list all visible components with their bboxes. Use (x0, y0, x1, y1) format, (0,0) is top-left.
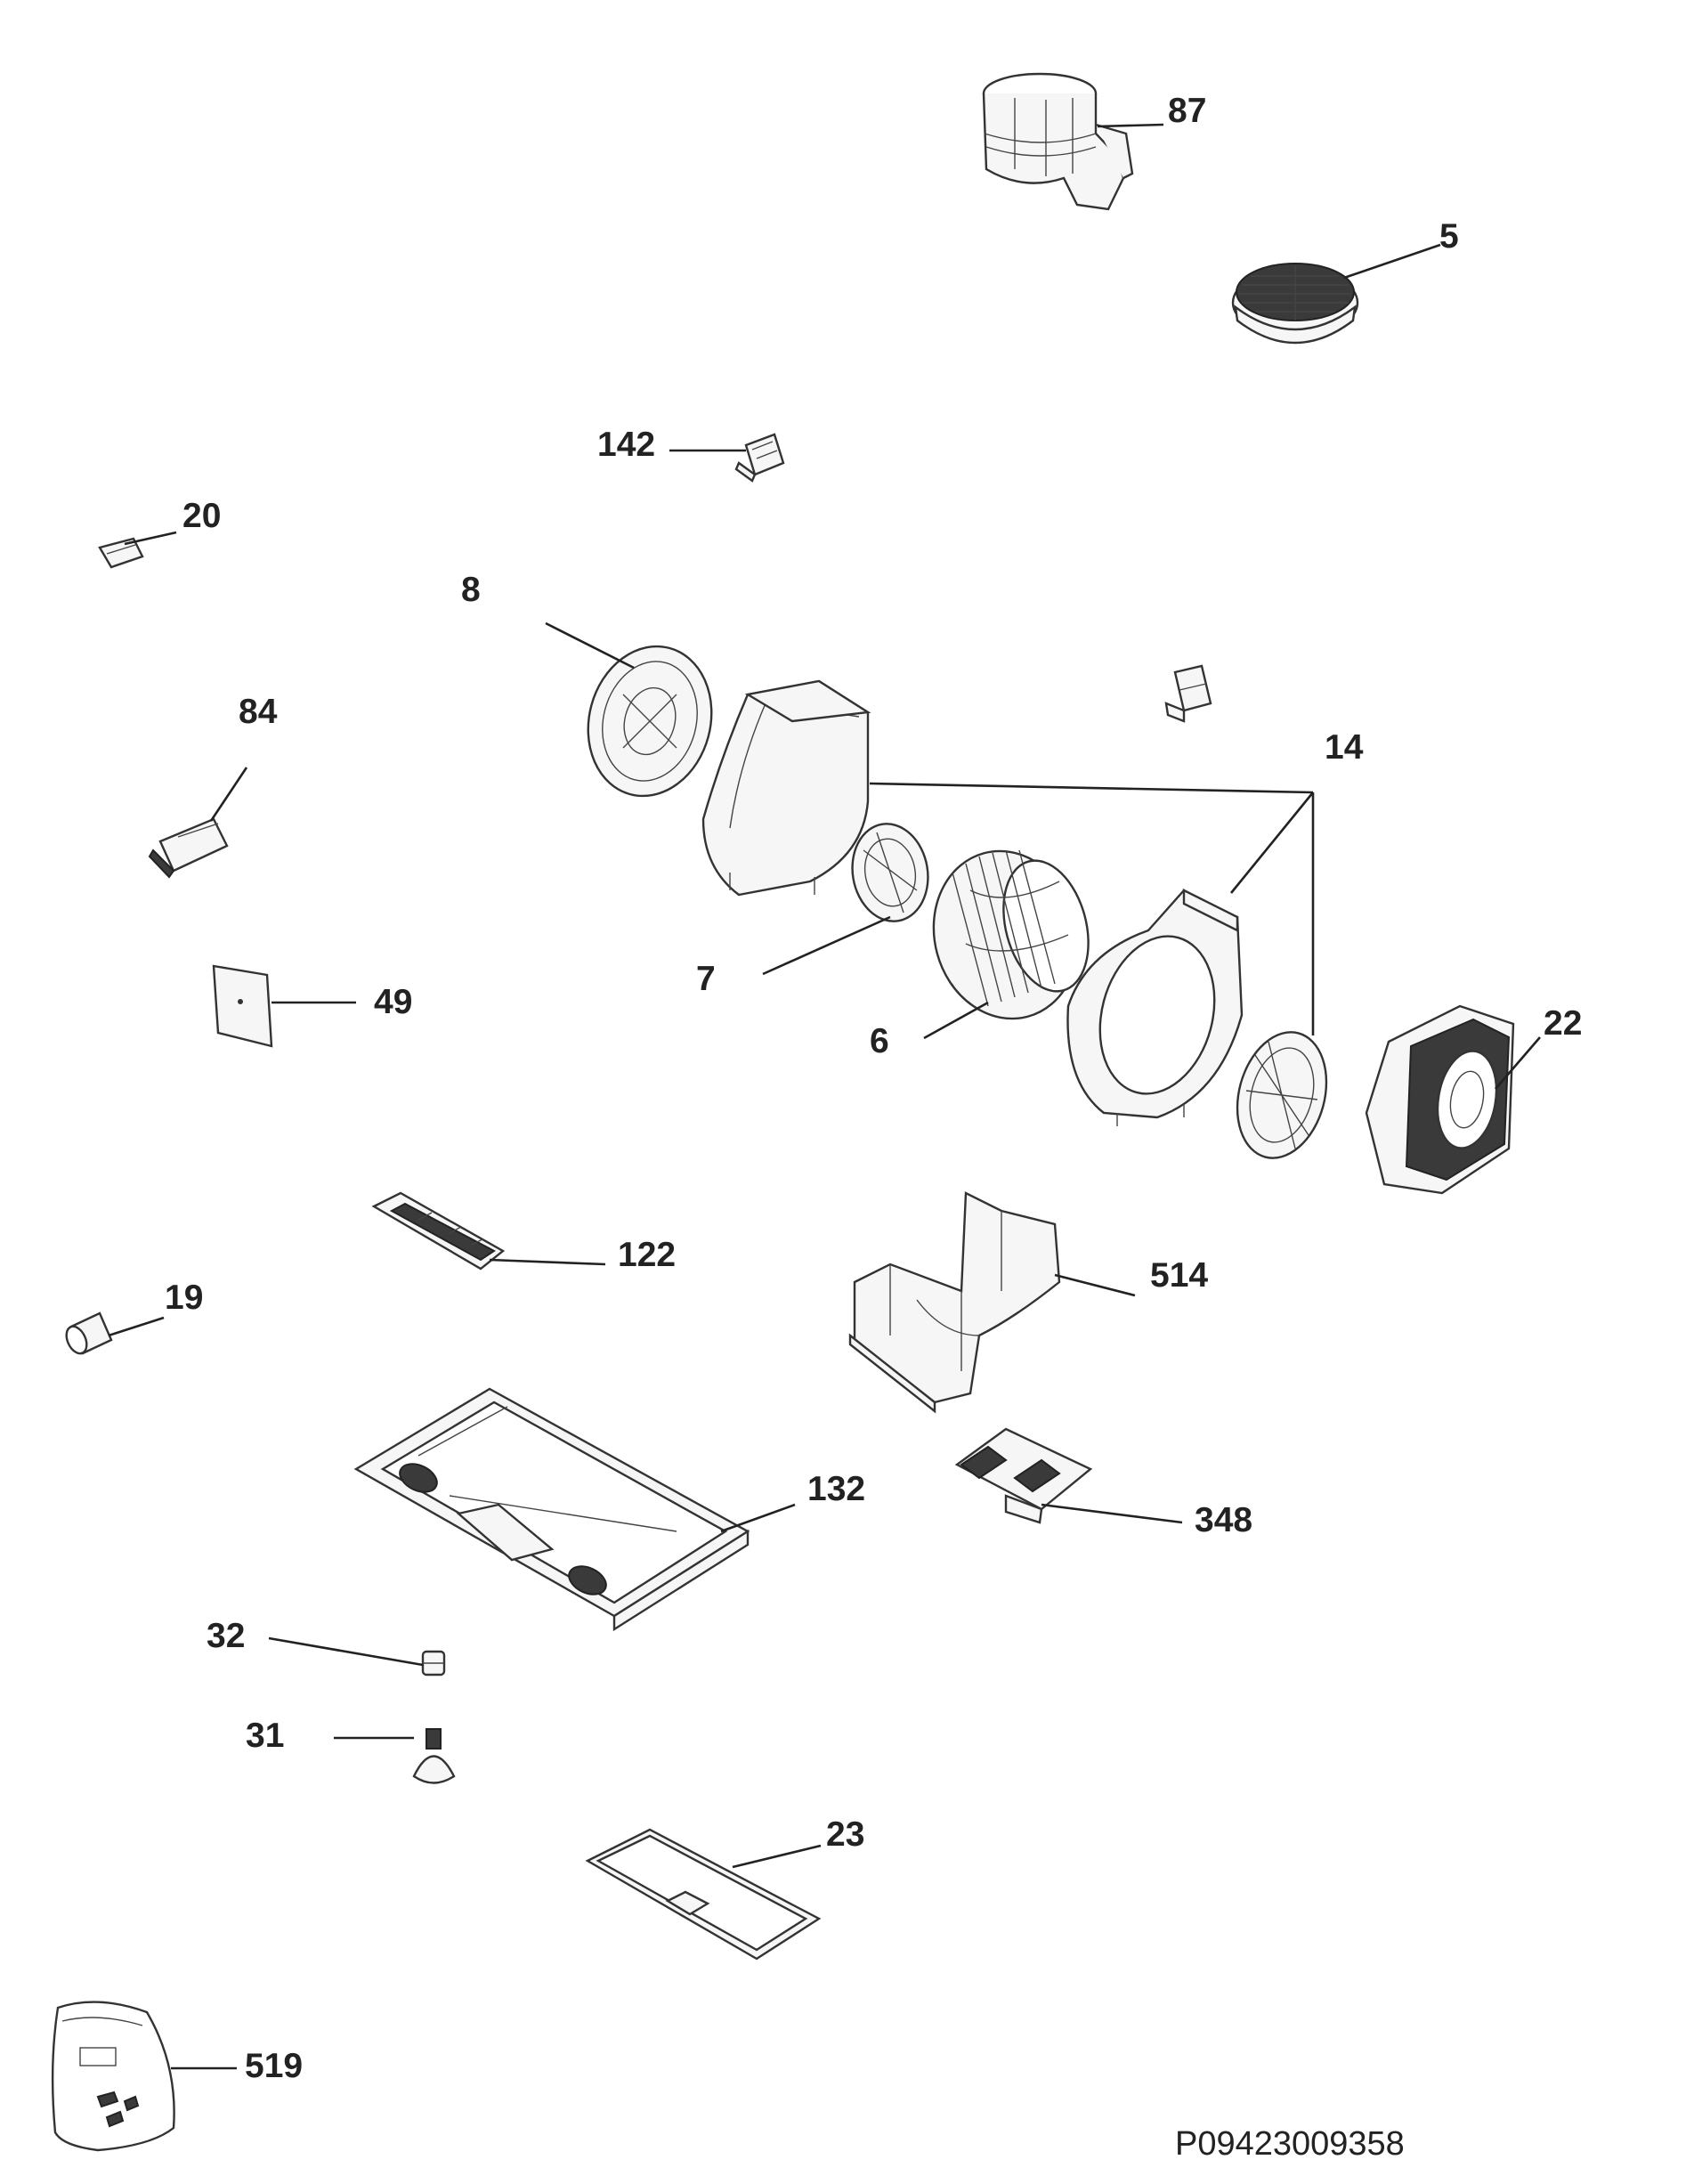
callout-49: 49 (374, 983, 412, 1021)
callout-348: 348 (1195, 1501, 1252, 1539)
leader-lines (108, 123, 1541, 2070)
callout-19: 19 (165, 1279, 203, 1317)
callout-20: 20 (182, 497, 221, 535)
leader-8 (545, 621, 635, 670)
part-7-motor[interactable] (845, 818, 936, 928)
leader-87 (1097, 123, 1164, 128)
leader-23 (732, 1844, 822, 1869)
part-122-control-panel[interactable] (371, 1191, 506, 1271)
part-348-bracket[interactable] (954, 1427, 1093, 1524)
callout-142: 142 (597, 426, 655, 464)
housing-bracket[interactable] (1164, 664, 1212, 723)
part-132-hood-body[interactable] (353, 1387, 750, 1632)
part-87-duct-connector[interactable] (982, 72, 1134, 211)
part-49-board[interactable] (212, 964, 273, 1048)
leader-122 (489, 1258, 606, 1266)
leader-19 (108, 1316, 165, 1337)
leader-32 (268, 1636, 424, 1667)
callout-514: 514 (1150, 1256, 1208, 1295)
callout-84: 84 (239, 693, 278, 731)
leader-6 (923, 1001, 989, 1040)
part-23-grease-filter[interactable] (585, 1828, 822, 1961)
leader-20 (124, 531, 177, 546)
part-5-round-filter[interactable] (1231, 263, 1359, 345)
callout-14: 14 (1325, 728, 1364, 767)
leader-84 (209, 767, 248, 822)
part-32-lamp-holder[interactable] (421, 1650, 446, 1677)
callout-519: 519 (245, 2047, 303, 2085)
part-519-accessory-bag[interactable] (51, 2001, 175, 2152)
document-number: P09423009358 (1175, 2125, 1405, 2163)
callout-31: 31 (246, 1717, 284, 1755)
part-8-motor-flange[interactable] (571, 632, 727, 809)
callout-7: 7 (696, 960, 716, 998)
leader-14a (869, 782, 1314, 794)
part-6-impeller[interactable] (915, 835, 1102, 1035)
callout-32: 32 (207, 1617, 245, 1655)
part-19-capacitor[interactable] (62, 1311, 113, 1357)
leader-22 (1495, 1036, 1541, 1090)
part-20-small-clip[interactable] (98, 537, 144, 569)
part-142-clip[interactable] (734, 433, 785, 483)
callout-87: 87 (1168, 92, 1206, 130)
callout-8: 8 (461, 571, 481, 609)
callout-122: 122 (618, 1236, 676, 1274)
leader-5 (1343, 243, 1441, 280)
callout-23: 23 (826, 1815, 864, 1854)
callout-6: 6 (870, 1022, 889, 1060)
callout-labels: 87 5 142 20 8 84 14 7 6 49 22 122 514 19… (165, 92, 1582, 2085)
leader-7 (762, 915, 891, 976)
part-14-grille[interactable] (1224, 1022, 1340, 1168)
callout-132: 132 (807, 1470, 865, 1508)
leader-348 (1041, 1503, 1183, 1524)
callout-22: 22 (1544, 1004, 1582, 1043)
callout-5: 5 (1439, 217, 1459, 256)
blower-housing-left[interactable] (701, 679, 871, 897)
part-84-electrical-box[interactable] (148, 817, 229, 879)
part-22-carbon-filter[interactable] (1365, 1004, 1515, 1195)
part-31-lamp[interactable] (412, 1728, 456, 1784)
leader-514 (1054, 1273, 1136, 1297)
leader-14b (1229, 792, 1315, 894)
leader-132 (720, 1503, 796, 1533)
blower-housing-right[interactable] (1066, 889, 1244, 1126)
part-514-mounting-cradle[interactable] (848, 1191, 1061, 1414)
